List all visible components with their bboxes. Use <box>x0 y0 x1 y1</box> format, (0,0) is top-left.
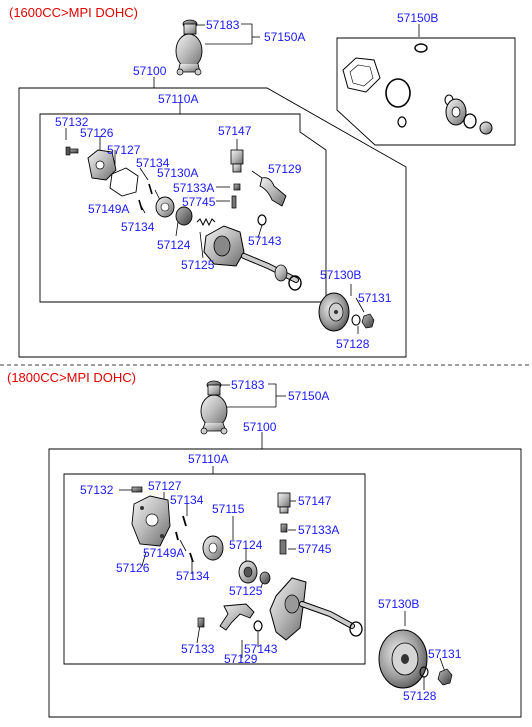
part-label-57150b[interactable]: 57150B <box>397 11 439 25</box>
part-label-57131[interactable]: 57131 <box>358 291 392 305</box>
part-label-57183-b[interactable]: 57183 <box>231 378 265 392</box>
part-label-57129-b[interactable]: 57129 <box>224 652 258 666</box>
part-label-57745-b[interactable]: 57745 <box>298 542 332 556</box>
part-label-57132[interactable]: 57132 <box>55 115 89 129</box>
bottom-pump-parts <box>131 486 453 689</box>
part-label-57115[interactable]: 57115 <box>212 502 245 516</box>
section-title-1800cc: (1800CC>MPI DOHC) <box>7 370 136 385</box>
part-label-57110a-b[interactable]: 57110A <box>188 452 229 466</box>
top-reservoir <box>175 19 203 76</box>
part-label-57130a[interactable]: 57130A <box>157 166 199 180</box>
part-label-57149a[interactable]: 57149A <box>88 202 130 216</box>
part-label-57143-b[interactable]: 57143 <box>244 642 278 656</box>
part-label-57131-b[interactable]: 57131 <box>428 647 462 661</box>
part-label-57127[interactable]: 57127 <box>107 143 141 157</box>
part-label-57143[interactable]: 57143 <box>248 234 282 248</box>
part-label-57134-d[interactable]: 57134 <box>176 569 210 583</box>
part-label-57126[interactable]: 57126 <box>80 126 114 140</box>
bottom-assembly-57110A-box <box>63 473 366 665</box>
part-label-57132-b[interactable]: 57132 <box>80 483 114 497</box>
top-pump-parts <box>65 146 375 332</box>
bottom-leader-lines <box>119 383 446 690</box>
part-label-57150a-b[interactable]: 57150A <box>288 389 330 403</box>
part-label-57127-b[interactable]: 57127 <box>148 479 182 493</box>
part-label-57133a-b[interactable]: 57133A <box>298 523 340 537</box>
part-label-57124-b[interactable]: 57124 <box>229 538 263 552</box>
part-label-57134-a[interactable]: 57134 <box>136 156 170 170</box>
top-leader-lines <box>65 23 420 334</box>
part-label-57130b-b[interactable]: 57130B <box>378 597 420 611</box>
part-label-57125-b[interactable]: 57125 <box>229 584 263 598</box>
part-label-57128[interactable]: 57128 <box>336 337 370 351</box>
kit-57150B-parts <box>342 43 493 135</box>
top-assembly-57100-box <box>18 87 407 358</box>
part-label-57149a-b[interactable]: 57149A <box>143 546 185 560</box>
part-label-57128-b[interactable]: 57128 <box>403 689 437 703</box>
part-label-57100[interactable]: 57100 <box>133 64 167 78</box>
part-label-57129[interactable]: 57129 <box>268 162 302 176</box>
part-label-57130b[interactable]: 57130B <box>320 268 362 282</box>
part-label-57124[interactable]: 57124 <box>157 238 191 252</box>
section-title-1600cc: (1600CC>MPI DOHC) <box>9 5 138 20</box>
part-label-57134-c[interactable]: 57134 <box>170 493 204 507</box>
part-label-57110a[interactable]: 57110A <box>158 92 199 106</box>
bottom-assembly-57100-box <box>48 448 522 718</box>
part-label-57745[interactable]: 57745 <box>182 195 216 209</box>
part-label-57133-b[interactable]: 57133 <box>181 642 215 656</box>
part-label-57147-b[interactable]: 57147 <box>298 494 332 508</box>
part-label-57183[interactable]: 57183 <box>206 18 240 32</box>
part-label-57133a[interactable]: 57133A <box>173 181 215 195</box>
kit-57150B-box <box>336 37 516 146</box>
bottom-reservoir <box>200 380 228 435</box>
part-label-57147[interactable]: 57147 <box>218 124 252 138</box>
part-label-57150a[interactable]: 57150A <box>264 30 306 44</box>
part-label-57125[interactable]: 57125 <box>181 258 215 272</box>
part-label-57100-b[interactable]: 57100 <box>243 420 277 434</box>
part-label-57126-b[interactable]: 57126 <box>116 561 150 575</box>
top-assembly-57110A-box <box>39 113 327 303</box>
part-label-57134-b[interactable]: 57134 <box>121 220 155 234</box>
